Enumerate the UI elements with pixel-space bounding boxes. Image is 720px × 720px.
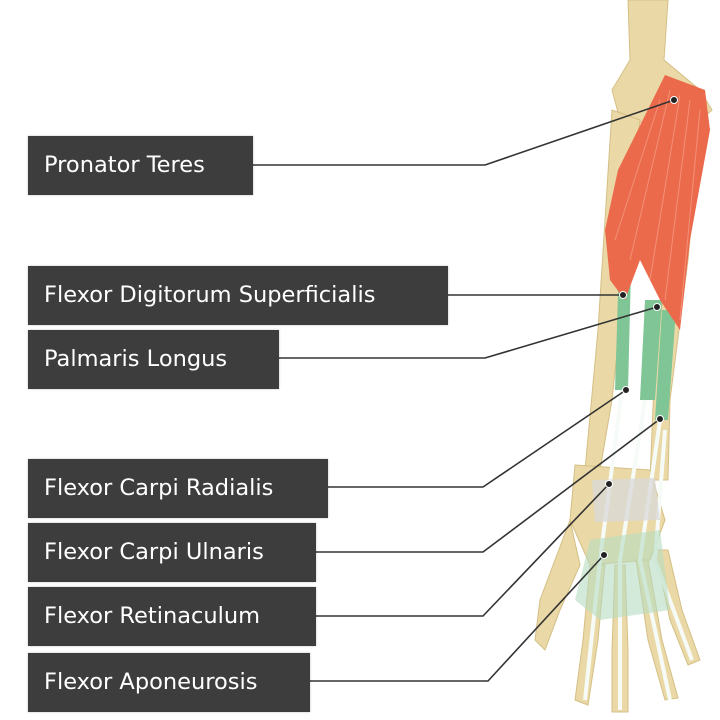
leader-endpoints — [600, 96, 678, 559]
label-flexor-aponeurosis: Flexor Aponeurosis — [28, 653, 310, 712]
label-flexor-carpi-radialis: Flexor Carpi Radialis — [28, 459, 328, 518]
pronator-teres-muscle — [605, 75, 710, 330]
label-flexor-carpi-ulnaris: Flexor Carpi Ulnaris — [28, 523, 316, 582]
leader-lines — [253, 99, 675, 682]
label-flexor-digitorum-superficialis: Flexor Digitorum Superficialis — [28, 266, 448, 325]
label-flexor-retinaculum: Flexor Retinaculum — [28, 587, 316, 646]
label-pronator-teres: Pronator Teres — [28, 136, 253, 195]
label-palmaris-longus: Palmaris Longus — [28, 330, 279, 389]
